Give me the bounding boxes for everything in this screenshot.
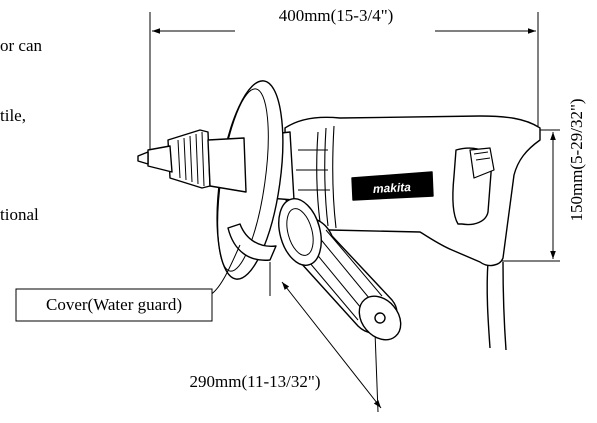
chuck-knurling bbox=[177, 131, 205, 187]
length-dimension: 400mm(15-3/4") bbox=[149, 6, 539, 150]
power-cord bbox=[486, 261, 491, 349]
drill-illustration: makita bbox=[137, 80, 541, 351]
side-handle-cap-hole bbox=[374, 312, 386, 324]
callout-label: Cover(Water guard) bbox=[46, 295, 182, 314]
chuck-collar bbox=[207, 137, 247, 193]
text-fragment-3: tional bbox=[0, 205, 39, 224]
text-fragment-1: or can bbox=[0, 36, 43, 55]
text-fragment-2: tile, bbox=[0, 106, 26, 125]
length-dimension-label: 400mm(15-3/4") bbox=[279, 6, 394, 25]
chuck-jaws bbox=[147, 145, 173, 173]
handle-span-extension-right bbox=[374, 331, 379, 413]
handle-span-dimension-label: 290mm(11-13/32") bbox=[190, 372, 321, 391]
height-dimension-label: 150mm(5-29/32") bbox=[567, 98, 586, 221]
trigger-switch[interactable] bbox=[469, 147, 495, 179]
callout-box bbox=[15, 288, 213, 322]
motor-vents bbox=[296, 125, 337, 229]
callout-leader bbox=[209, 244, 241, 296]
brand-badge: makita bbox=[351, 171, 434, 201]
water-guard-cover bbox=[227, 223, 277, 261]
handle-span-dimension-line bbox=[281, 281, 382, 409]
handle-span-dimension: 290mm(11-13/32") bbox=[190, 262, 382, 413]
water-guard-callout: Cover(Water guard) bbox=[15, 244, 241, 322]
side-handle-collar bbox=[278, 198, 322, 266]
side-handle-ribs bbox=[303, 229, 383, 321]
brand-logo-text: makita bbox=[373, 180, 412, 196]
